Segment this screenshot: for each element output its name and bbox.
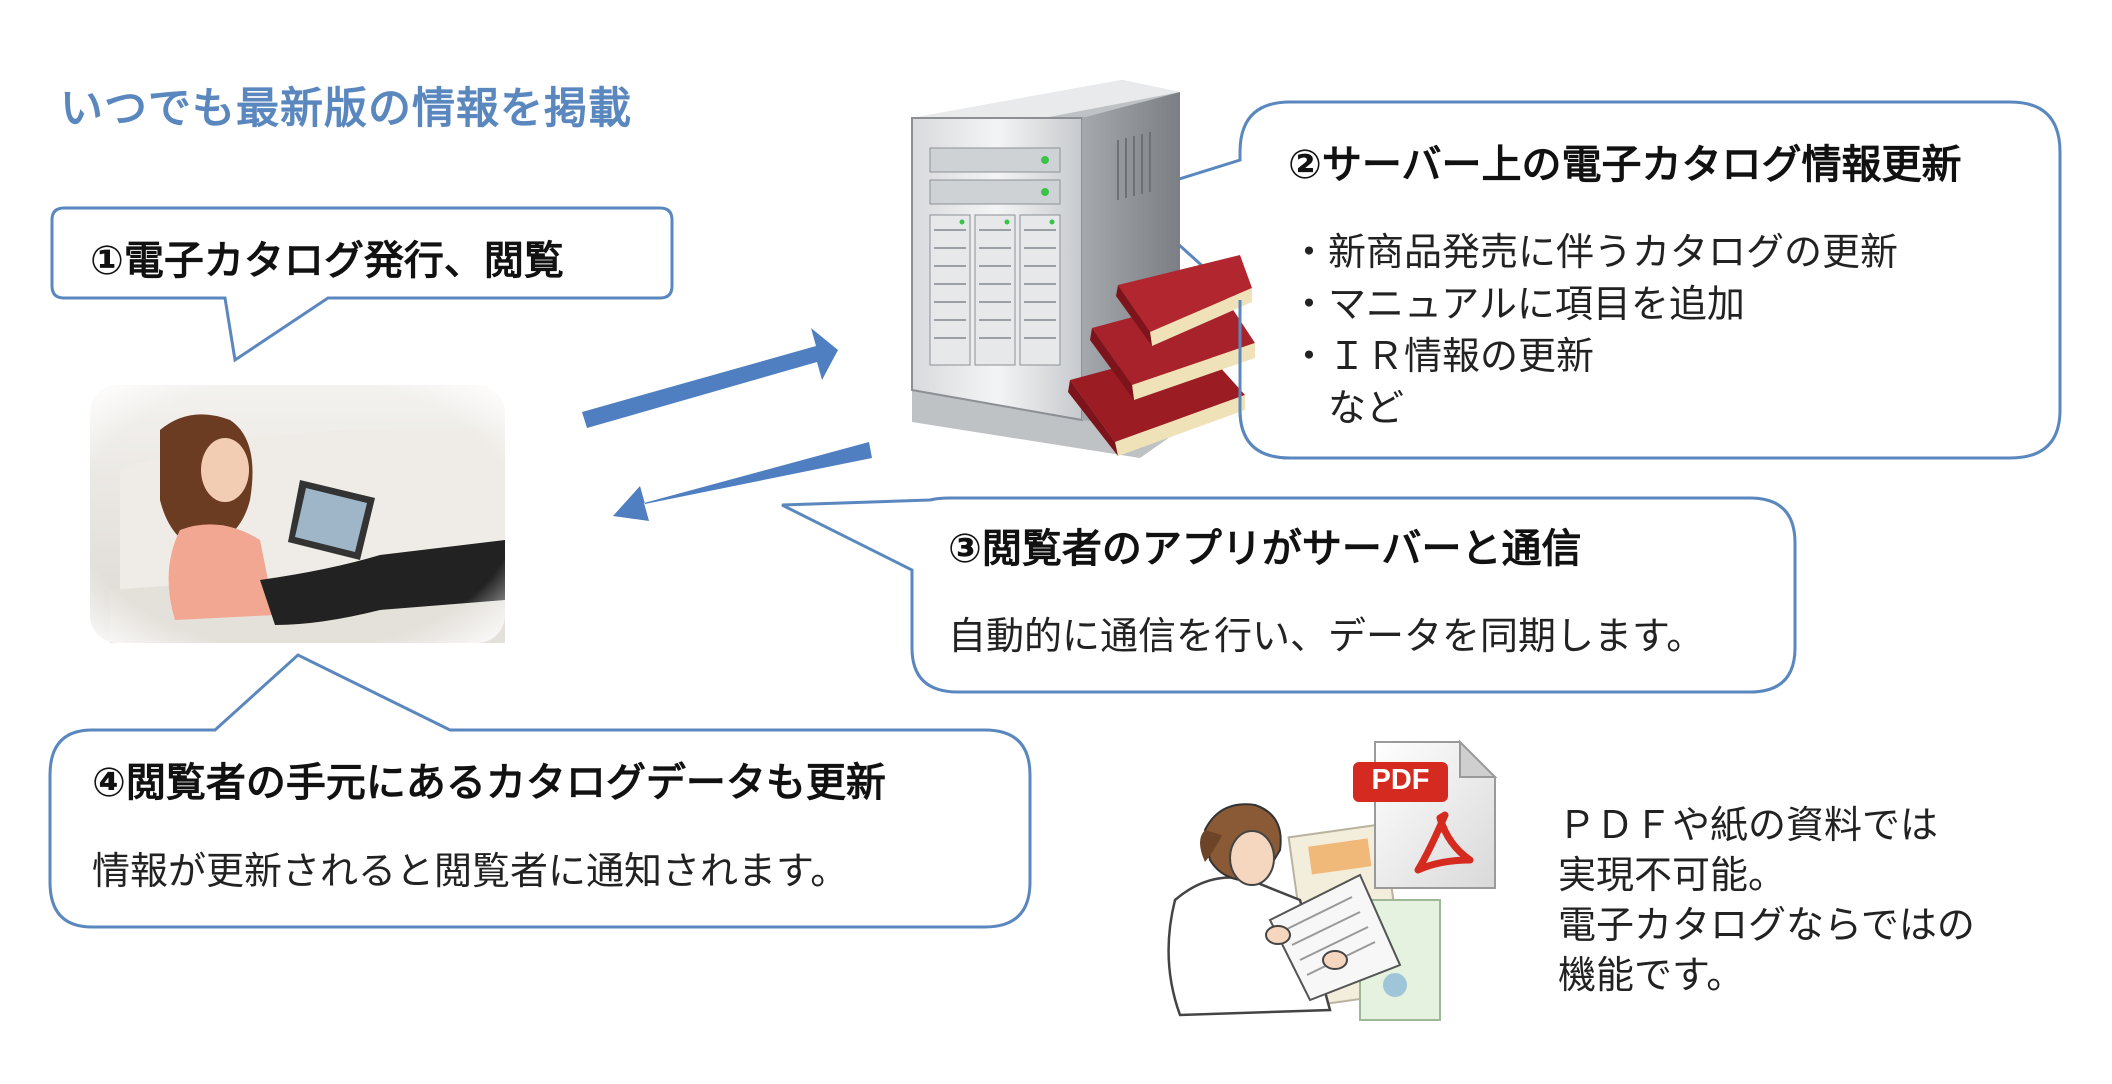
note-text: ＰＤＦや紙の資料では 実現不可能。 電子カタログならではの 機能です。	[1558, 800, 1975, 1000]
tablet-user-photo	[90, 385, 505, 643]
step2-item: ・新商品発売に伴うカタログの更新	[1290, 230, 1899, 274]
step1-heading: ①電子カタログ発行、閲覧	[90, 238, 564, 284]
pdf-file-icon	[1353, 739, 1498, 889]
step2-item: ・マニュアルに項目を追加	[1290, 282, 1745, 326]
step2-item: など	[1290, 386, 1405, 430]
note-line: 実現不可能。	[1558, 853, 1787, 897]
note-line: ＰＤＦや紙の資料では	[1558, 803, 1939, 847]
arrow-upload	[582, 328, 838, 428]
note-line: 機能です。	[1558, 953, 1745, 997]
bubble-step2-edge	[1238, 300, 1291, 460]
step4-body: 情報が更新されると閲覧者に通知されます。	[92, 849, 849, 893]
step3-heading: ③閲覧者のアプリがサーバーと通信	[948, 526, 1582, 572]
step2-heading: ②サーバー上の電子カタログ情報更新	[1288, 142, 1962, 188]
page-title: いつでも最新版の情報を掲載	[60, 84, 632, 134]
bubble-step1	[50, 206, 674, 363]
step4-heading: ④閲覧者の手元にあるカタログデータも更新	[92, 760, 886, 806]
arrow-download	[613, 442, 872, 521]
step2-item: ・ＩＲ情報の更新	[1290, 334, 1595, 378]
pdf-label: PDF	[1371, 764, 1430, 796]
note-line: 電子カタログならではの	[1558, 903, 1975, 947]
bubble-step4	[48, 653, 1032, 929]
bubble-step3	[781, 496, 1797, 694]
step3-body: 自動的に通信を行い、データを同期します。	[948, 614, 1705, 658]
books-icon	[1068, 255, 1255, 456]
step2-list: ・新商品発売に伴うカタログの更新 ・マニュアルに項目を追加 ・ＩＲ情報の更新 な…	[1290, 226, 1898, 434]
woman-reading-illustration	[1167, 803, 1441, 1021]
